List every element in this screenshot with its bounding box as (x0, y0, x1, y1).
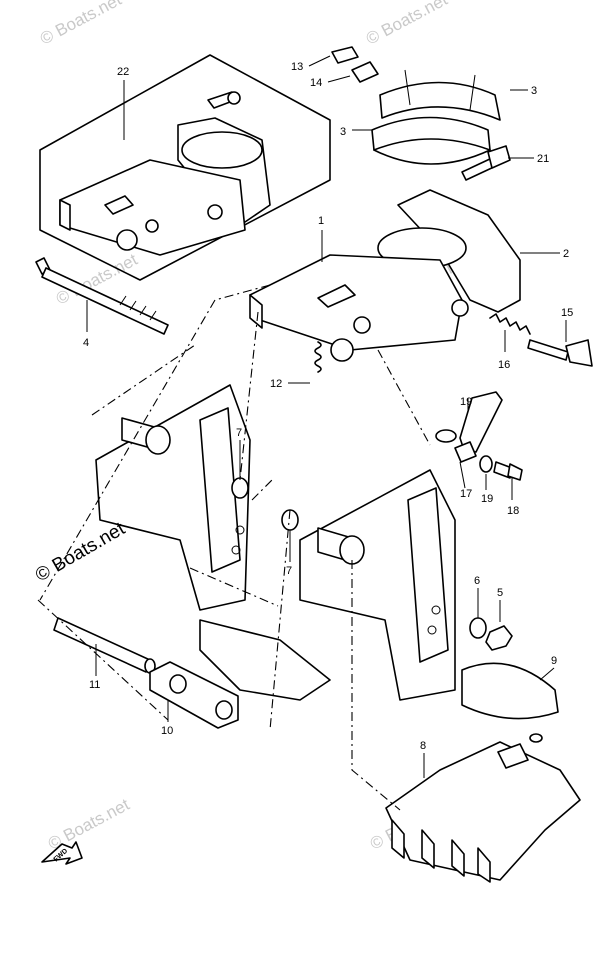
watermark-text: © Boats.net (363, 0, 451, 49)
callout-7-upper: 7 (236, 427, 242, 439)
pad-9 (461, 662, 559, 743)
callout-4: 4 (83, 337, 89, 349)
stopper-10 (149, 661, 239, 729)
callout-2: 2 (563, 248, 569, 260)
callout-20: 19 (460, 396, 472, 408)
callout-13: 13 (291, 61, 303, 73)
tilt-tube-11 (53, 617, 156, 674)
callout-17: 17 (460, 488, 472, 500)
callout-18: 18 (507, 505, 519, 517)
callout-leaders (86, 55, 567, 778)
callout-9: 9 (551, 655, 557, 667)
stud-bolt-4 (35, 257, 169, 335)
callout-5: 5 (497, 587, 503, 599)
watermark-text: © Boats.net (45, 795, 133, 854)
transom-clamp-8 (385, 741, 581, 883)
screw-15 (527, 339, 593, 367)
bolt-18 (493, 461, 523, 481)
callout-7-lower: 7 (286, 565, 292, 577)
pad-13 (331, 46, 359, 64)
callout-15: 15 (561, 307, 573, 319)
callout-10: 10 (161, 725, 173, 737)
fwd-direction-arrow: FWD (41, 841, 83, 865)
watermark-text: © Boats.net (37, 0, 125, 49)
brand-label: © Boats.net (32, 518, 129, 586)
callout-16: 16 (498, 359, 510, 371)
callout-21: 21 (537, 153, 549, 165)
base-plate (199, 619, 331, 701)
spring-12 (314, 341, 322, 373)
nut-5 (485, 625, 513, 651)
bushing-3-upper (379, 69, 501, 121)
swivel-bracket-1 (249, 189, 521, 362)
callout-3-upper: 3 (531, 85, 537, 97)
bushing-3-lower (371, 116, 491, 165)
washer-6 (469, 617, 487, 639)
callout-6: 6 (474, 575, 480, 587)
clamp-bracket-left (95, 384, 251, 611)
bushing-17 (454, 441, 477, 463)
callout-labels: 22 13 14 3 3 21 1 2 4 15 16 12 19 7 17 1… (83, 61, 573, 752)
callout-1: 1 (318, 215, 324, 227)
clamp-bracket-right (299, 469, 456, 701)
washer-7-upper (231, 477, 249, 499)
bolt-21 (461, 145, 511, 181)
callout-14: 14 (310, 77, 322, 89)
washer-19 (479, 455, 493, 473)
callout-3-lower: 3 (340, 126, 346, 138)
lever-20 (435, 391, 503, 453)
pad-14 (351, 61, 379, 83)
spring-16 (489, 313, 531, 335)
callout-19: 19 (481, 493, 493, 505)
connection-lines (37, 284, 431, 811)
inset-box (39, 54, 331, 281)
callout-22: 22 (117, 66, 129, 78)
callout-12: 12 (270, 378, 282, 390)
swivel-bracket-assembly-inset (59, 91, 271, 256)
callout-11: 11 (89, 679, 100, 691)
callout-8: 8 (420, 740, 426, 752)
